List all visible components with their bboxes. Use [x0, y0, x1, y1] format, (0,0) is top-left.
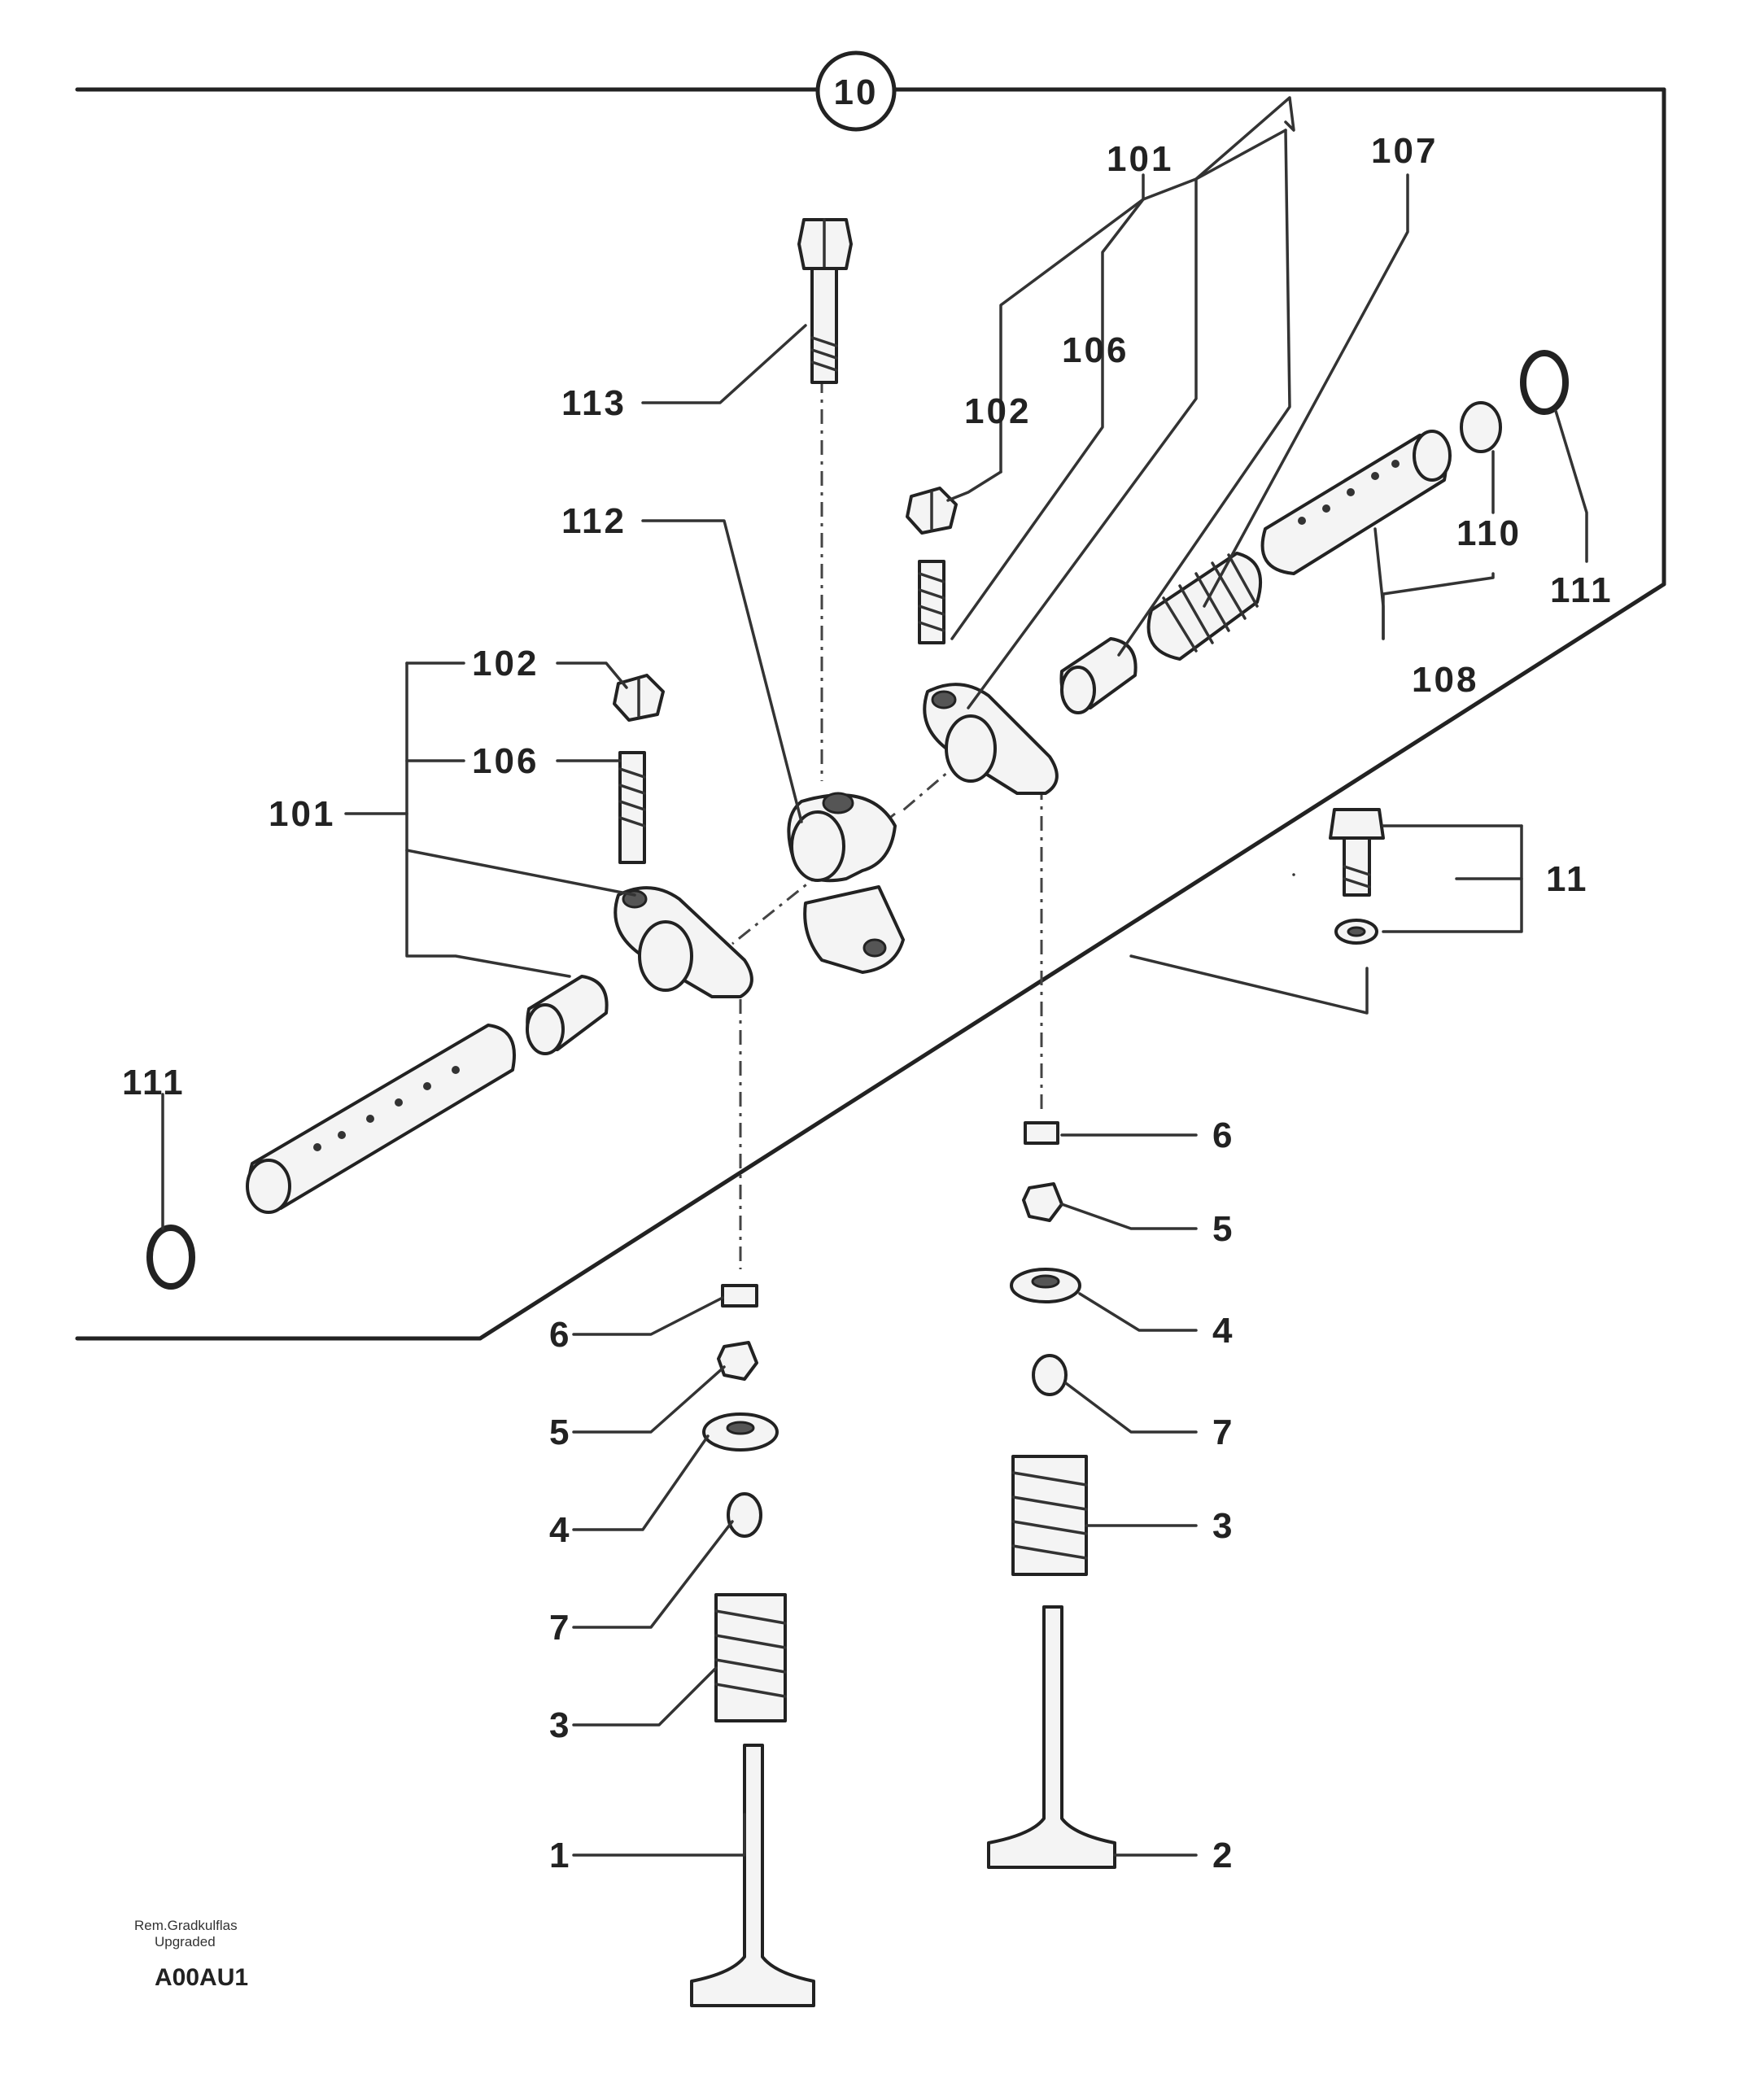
assembly-bracket — [75, 87, 1666, 1341]
label-7-right: 7 — [1212, 1412, 1234, 1452]
leader-lines — [161, 96, 1588, 1857]
footer-note-line1: Rem.Gradkulflas — [134, 1918, 238, 1933]
label-111-left: 111 — [122, 1063, 186, 1102]
label-6-left: 6 — [549, 1315, 571, 1355]
rocker-arm-left — [614, 886, 753, 998]
shaft-108-left — [246, 1024, 516, 1214]
bolt-11 — [1329, 808, 1385, 897]
circlip-111-right — [1520, 350, 1569, 415]
label-6-right: 6 — [1212, 1115, 1234, 1155]
bolt-113 — [797, 218, 853, 384]
label-2: 2 — [1212, 1836, 1234, 1875]
label-11: 11 — [1546, 859, 1589, 899]
part-labels: 101 107 106 102 113 112 110 111 108 102 … — [122, 131, 1614, 1875]
label-101-left: 101 — [269, 794, 335, 834]
drawing-footer: Rem.Gradkulflas Upgraded A00AU1 — [134, 1918, 248, 1991]
washer-11 — [1334, 919, 1378, 945]
label-4-left: 4 — [549, 1510, 571, 1550]
plug-110 — [1460, 401, 1502, 453]
valve-stack-left — [690, 1284, 815, 2007]
label-102-top: 102 — [964, 391, 1031, 431]
assembly-number: 10 — [834, 72, 879, 112]
label-3-left: 3 — [549, 1705, 571, 1745]
drawing-code: A00AU1 — [155, 1964, 248, 1991]
label-108: 108 — [1412, 660, 1478, 700]
label-101-top: 101 — [1107, 139, 1173, 179]
sleeve-left — [526, 975, 609, 1055]
screw-106-left — [618, 751, 646, 864]
label-110: 110 — [1456, 513, 1522, 553]
label-5-left: 5 — [549, 1412, 571, 1452]
label-3-right: 3 — [1212, 1506, 1234, 1546]
bracket-112 — [787, 792, 905, 974]
rocker-arm-right — [923, 683, 1059, 795]
assembly-callout: 10 — [815, 50, 897, 132]
label-7-left: 7 — [549, 1608, 571, 1648]
circlip-111-left — [146, 1225, 195, 1290]
label-1: 1 — [549, 1836, 571, 1875]
label-102-left: 102 — [472, 644, 539, 683]
label-107: 107 — [1371, 131, 1438, 171]
label-112: 112 — [561, 501, 627, 541]
label-106-left: 106 — [472, 741, 539, 781]
footer-note-line2: Upgraded — [155, 1934, 216, 1949]
label-113: 113 — [561, 383, 627, 423]
label-5-right: 5 — [1212, 1209, 1234, 1249]
valve-stack-right — [987, 1121, 1116, 1869]
shaft-108-right — [1260, 430, 1452, 575]
sleeve-right — [1059, 637, 1138, 714]
label-106-top: 106 — [1062, 330, 1129, 370]
label-4-right: 4 — [1212, 1311, 1234, 1351]
label-111-right: 111 — [1550, 570, 1614, 610]
screw-106-right — [918, 560, 945, 644]
nut-102-right — [906, 487, 958, 535]
